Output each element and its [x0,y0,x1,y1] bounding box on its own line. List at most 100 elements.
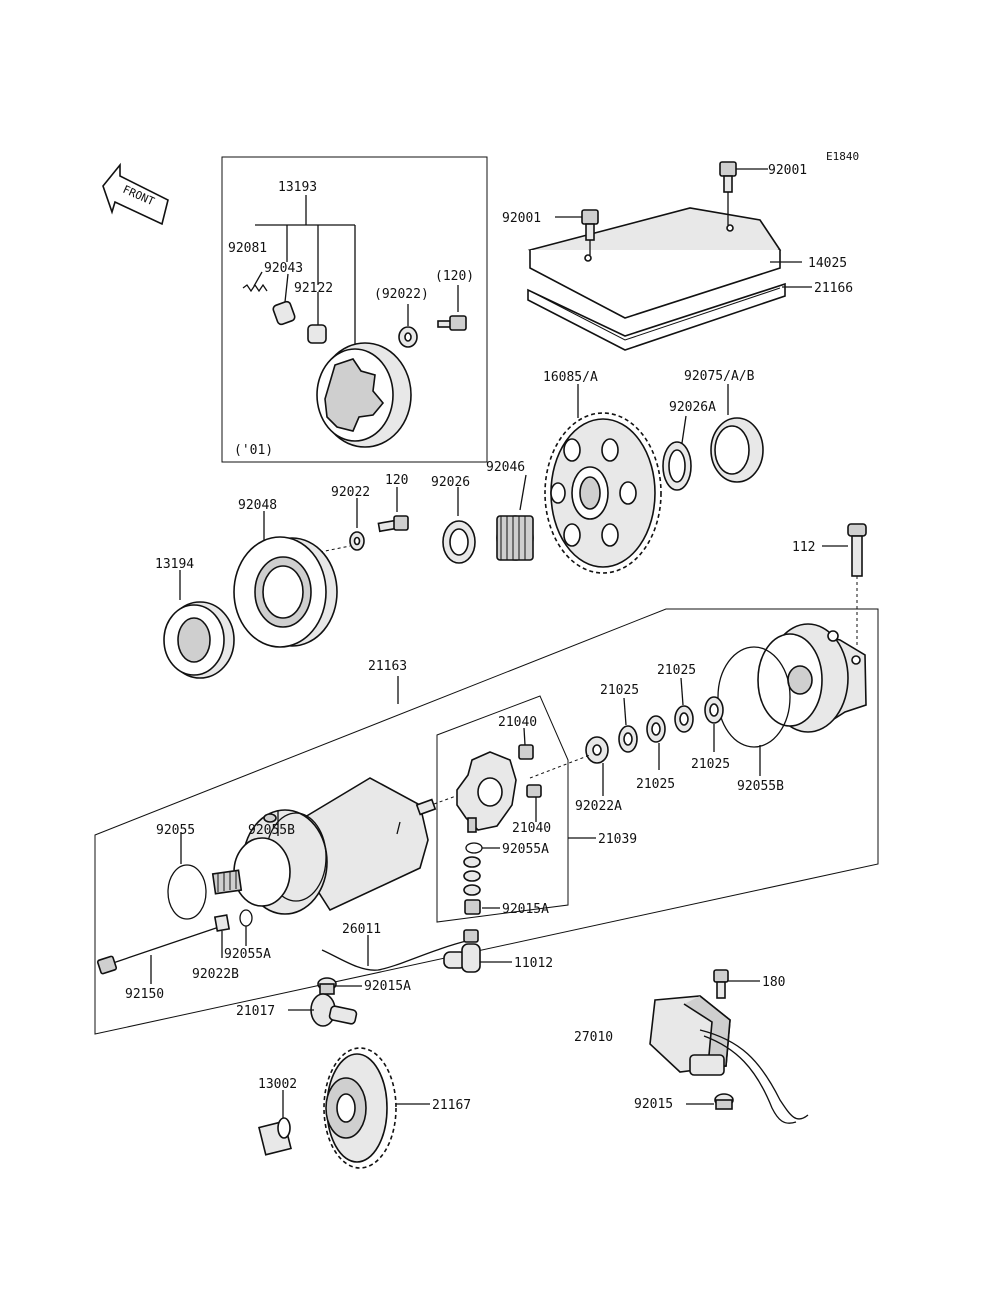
label-26011: 26011 [342,922,381,937]
needle-bearing-92046 [496,515,534,561]
starter-cover-14025 [527,207,782,319]
terminal-boot-21017 [310,993,358,1027]
brush-21040-lower [526,784,542,798]
label-11012: 11012 [514,956,553,971]
one-way-clutch-13194 [163,601,235,679]
inset-frame [221,156,488,463]
washer-92026 [442,520,476,564]
cover-gasket-21166 [527,282,786,351]
label-112: 112 [792,540,815,555]
label-92022-paren: (92022) [374,287,429,302]
washer-92022 [349,531,365,551]
roller-92122 [307,324,327,344]
through-bolt-92150 [96,925,223,975]
label-92122: 92122 [294,281,333,296]
label-21166: 21166 [814,281,853,296]
label-13193: 13193 [278,180,317,195]
label-21017: 21017 [236,1004,275,1019]
clutch-housing-92048 [233,536,338,648]
label-180: 180 [762,975,785,990]
collar-13002 [258,1117,292,1156]
label-92001-right: 92001 [768,163,807,178]
washer-92022B [213,914,231,932]
pin-92043 [272,300,296,326]
starter-relay-27010 [649,995,809,1124]
label-120: 120 [385,473,408,488]
leader-13193 [253,195,356,348]
label-92022B: 92022B [192,967,239,982]
washer-92022-inset [398,326,418,348]
starter-gear-16085 [544,412,662,574]
label-21039: 21039 [598,832,637,847]
label-21163: 21163 [368,659,407,674]
starter-clutch-13193 [316,342,412,448]
label-27010: 27010 [574,1030,613,1045]
label-92055A-upper: 92055A [502,842,549,857]
washer-92022A [585,736,609,764]
label-92043: 92043 [264,261,303,276]
washer-21025-d [704,696,724,724]
label-21025-d: 21025 [691,757,730,772]
label-14025: 14025 [808,256,847,271]
label-21025-c: 21025 [636,777,675,792]
label-13002: 13002 [258,1077,297,1092]
terminal-stack [463,817,481,915]
o-ring-92055A-upper [465,842,483,854]
bolt-92001-right [719,161,737,225]
label-13194: 13194 [155,557,194,572]
label-92001-left: 92001 [502,211,541,226]
label-92026: 92026 [431,475,470,490]
spring-92081 [242,283,268,293]
label-21040-upper: 21040 [498,715,537,730]
starter-motor-body [211,777,437,915]
washer-21025-b [646,715,666,743]
shim-92075 [710,417,764,483]
brush-21040-upper [518,744,534,760]
bolt-180 [713,969,729,999]
label-92022: 92022 [331,485,370,500]
label-92075: 92075/A/B [684,369,755,384]
label-16085: 16085/A [543,370,598,385]
inset-note: ('01) [234,443,273,458]
starter-cable-26011 [321,929,479,971]
label-92026A: 92026A [669,400,716,415]
label-92150: 92150 [125,987,164,1002]
washer-21025-c [674,705,694,733]
brush-plate [456,751,517,831]
idle-gear-21167 [323,1047,397,1169]
label-21167: 21167 [432,1098,471,1113]
bolt-112 [847,523,867,577]
bolt-92001-left [581,209,599,255]
label-92015A-upper: 92015A [502,902,549,917]
label-92048: 92048 [238,498,277,513]
label-92055B-left: 92055B [248,823,295,838]
label-92081: 92081 [228,241,267,256]
nut-92015A-lower [317,977,337,995]
brush-holder-frame [436,695,569,923]
starter-assembly-frame [94,608,879,1035]
label-92046: 92046 [486,460,525,475]
label-92055B-right: 92055B [737,779,784,794]
label-92055A-lower: 92055A [224,947,271,962]
o-ring-92055 [167,864,207,920]
bolt-120 [377,515,409,533]
label-21025-b: 21025 [657,663,696,678]
washer-21025-a [618,725,638,753]
label-92055: 92055 [156,823,195,838]
starter-end-cover [757,623,867,733]
terminal-cap-11012 [443,943,481,973]
front-arrow-icon: FRONT [102,162,169,226]
bolt-120-inset [437,315,467,331]
label-21040-lower: 21040 [512,821,551,836]
label-92015A-lower: 92015A [364,979,411,994]
o-ring-92055A-lower [239,909,253,927]
label-92015: 92015 [634,1097,673,1112]
o-ring-92055B-right [717,646,791,748]
washer-92026A [662,441,692,491]
label-92022A: 92022A [575,799,622,814]
nut-92015 [714,1093,734,1110]
label-120-paren: (120) [435,269,474,284]
label-21025-a: 21025 [600,683,639,698]
diagram-code: E1840 [826,150,859,163]
